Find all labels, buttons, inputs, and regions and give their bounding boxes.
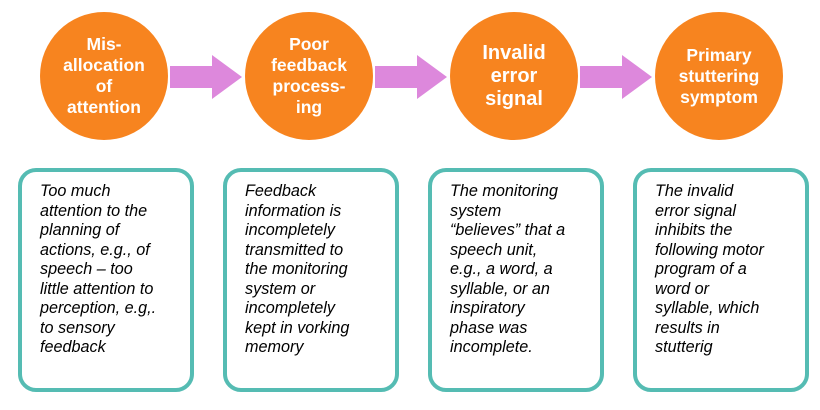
circle-label: Poor feedback process- ing	[271, 34, 347, 117]
description-box-error-signal: The monitoring system “believes” that a …	[428, 168, 604, 392]
description-box-feedback-processing: Feedback information is incompletely tra…	[223, 168, 399, 392]
description-text: The monitoring system “believes” that a …	[450, 182, 566, 356]
description-text: Feedback information is incompletely tra…	[245, 182, 350, 356]
description-text: Too much attention to the planning of ac…	[40, 182, 157, 356]
arrow-right-icon	[580, 55, 652, 99]
arrow-right-icon	[170, 55, 242, 99]
circle-misallocation-of-attention: Mis- allocation of attention	[40, 12, 168, 140]
description-box-stuttering-symptom: The invalid error signal inhibits the fo…	[633, 168, 809, 392]
circle-label: Mis- allocation of attention	[63, 34, 145, 117]
circle-primary-stuttering-symptom: Primary stuttering symptom	[655, 12, 783, 140]
circle-invalid-error-signal: Invalid error signal	[450, 12, 578, 140]
description-box-misallocation: Too much attention to the planning of ac…	[18, 168, 194, 392]
circle-poor-feedback-processing: Poor feedback process- ing	[245, 12, 373, 140]
arrow-right-icon	[375, 55, 447, 99]
description-text: The invalid error signal inhibits the fo…	[655, 182, 764, 356]
circle-label: Invalid error signal	[482, 41, 546, 110]
circle-label: Primary stuttering symptom	[678, 44, 760, 107]
